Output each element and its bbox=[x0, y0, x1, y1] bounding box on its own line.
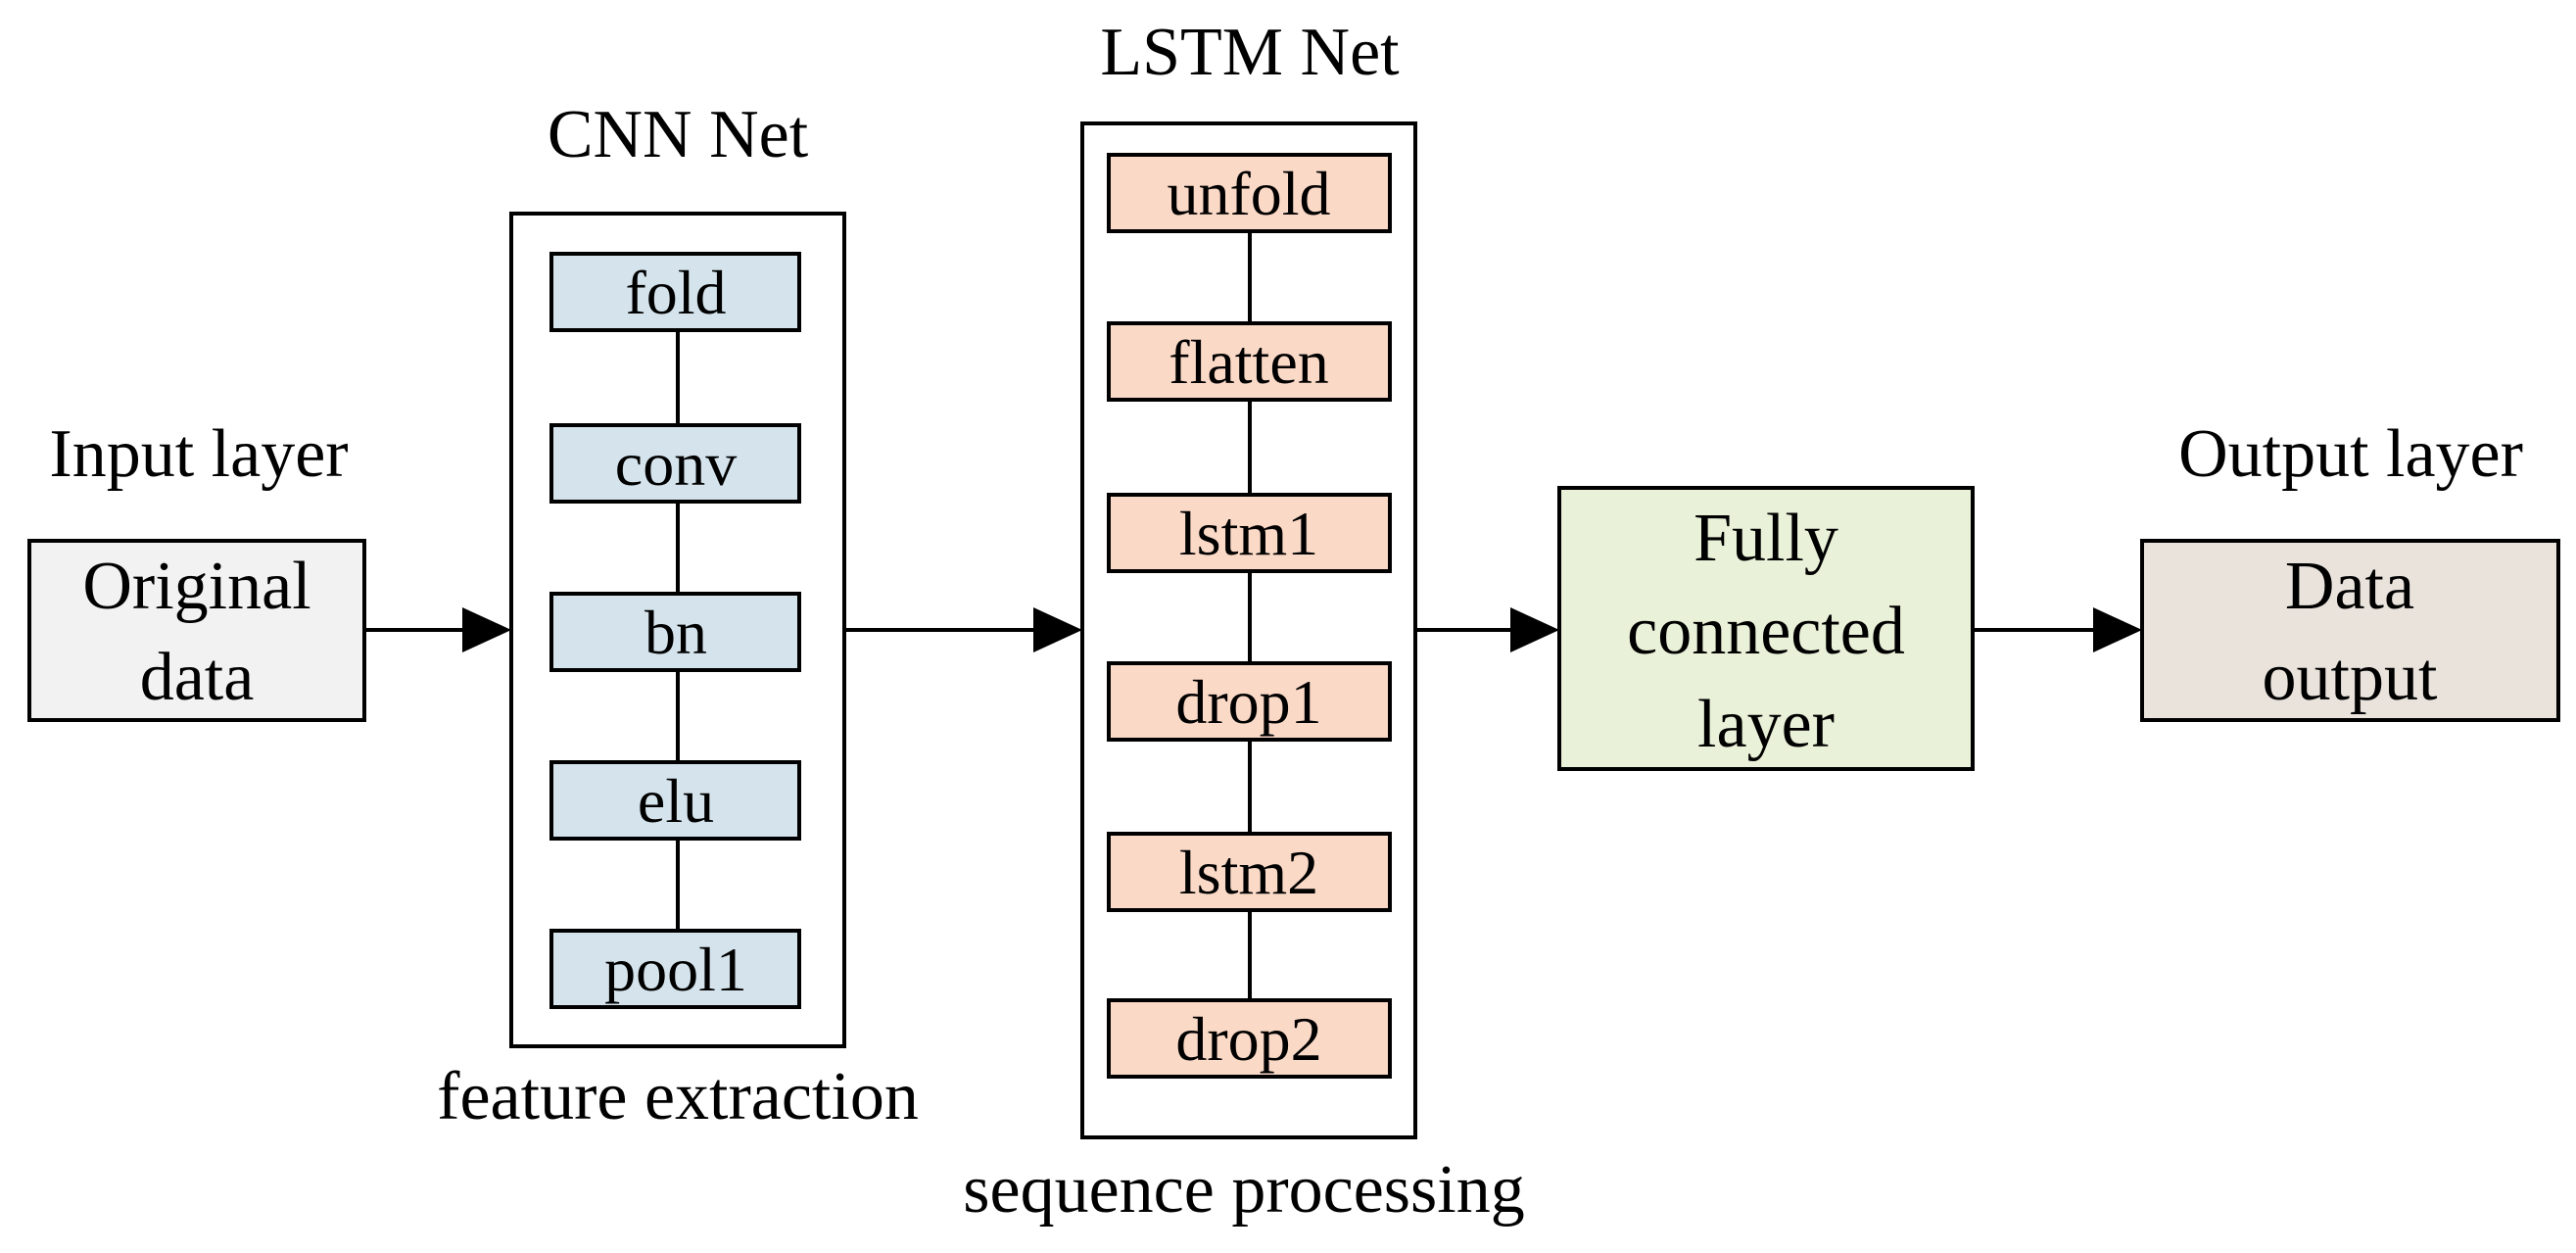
lstm-layer-drop2 bbox=[1107, 998, 1392, 1079]
cnn-layer-elu bbox=[549, 760, 801, 841]
arrowhead-fc-to-output bbox=[2093, 607, 2142, 652]
fc-box-line-1: Fully bbox=[1693, 501, 1838, 576]
cnn-layer-pool1 bbox=[549, 929, 801, 1009]
lstm-layer-lstm2 bbox=[1107, 832, 1392, 912]
lstm-layer-unfold-label: unfold bbox=[1167, 159, 1330, 228]
lstm-layer-unfold bbox=[1107, 153, 1392, 233]
input-layer-heading: Input layer bbox=[49, 416, 348, 492]
cnn-net-heading: CNN Net bbox=[548, 97, 809, 172]
lstm-net-heading: LSTM Net bbox=[1100, 15, 1400, 90]
cnn-layer-conv-label: conv bbox=[615, 429, 737, 499]
cnn-layer-fold bbox=[549, 252, 801, 332]
cnn-layer-elu-label: elu bbox=[638, 766, 714, 836]
cnn-layer-bn-label: bn bbox=[644, 598, 707, 667]
lstm-layer-lstm1 bbox=[1107, 493, 1392, 573]
output-layer-heading: Output layer bbox=[2178, 416, 2523, 492]
arrowhead-lstm-to-fc bbox=[1510, 607, 1559, 652]
lstm-net-caption: sequence processing bbox=[963, 1152, 1524, 1228]
fc-box-line-3: layer bbox=[1697, 687, 1835, 762]
output-box-line-2: output bbox=[2263, 640, 2438, 715]
output-box-line-1: Data bbox=[2285, 549, 2414, 624]
lstm-layer-lstm1-label: lstm1 bbox=[1179, 499, 1318, 568]
input-box-line-2: data bbox=[140, 640, 255, 715]
cnn-net-caption: feature extraction bbox=[437, 1059, 919, 1134]
fc-box-line-2: connected bbox=[1627, 594, 1905, 669]
cnn-layer-bn bbox=[549, 592, 801, 672]
cnn-layer-pool1-label: pool1 bbox=[604, 935, 747, 1004]
lstm-layer-flatten-label: flatten bbox=[1169, 327, 1328, 397]
fully-connected-layer-box bbox=[1557, 486, 1975, 771]
arrowhead-input-to-cnn bbox=[462, 607, 511, 652]
output-data-box bbox=[2140, 539, 2560, 722]
cnn-layer-fold-label: fold bbox=[625, 258, 726, 327]
lstm-layer-flatten bbox=[1107, 321, 1392, 402]
lstm-layer-drop1 bbox=[1107, 661, 1392, 742]
arrowhead-cnn-to-lstm bbox=[1033, 607, 1082, 652]
lstm-layer-drop2-label: drop2 bbox=[1175, 1004, 1321, 1074]
lstm-layer-drop1-label: drop1 bbox=[1175, 667, 1321, 737]
input-box-line-1: Original bbox=[82, 549, 310, 624]
cnn-layer-conv bbox=[549, 423, 801, 504]
lstm-layer-lstm2-label: lstm2 bbox=[1179, 838, 1318, 907]
input-data-box bbox=[27, 539, 366, 722]
